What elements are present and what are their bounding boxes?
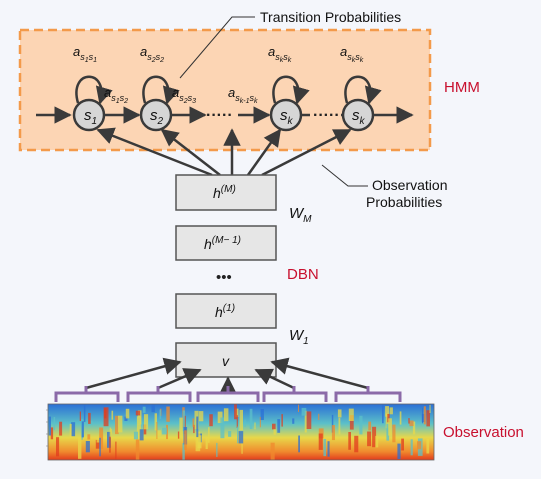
hmm-region: [18, 28, 432, 152]
spectrogram: [46, 403, 435, 461]
state-label: s: [150, 107, 158, 124]
dbn-ellipsis: •••: [216, 269, 232, 286]
self-loop-sk: [272, 75, 310, 105]
transition-probabilities-pointer: [179, 16, 255, 79]
hmm-label: HMM: [444, 79, 480, 96]
observation-probabilities-label-line2: Probabilities: [366, 194, 442, 210]
observation-probability-arrows: [96, 127, 352, 177]
svg-text:s2: s2: [150, 107, 164, 127]
hmm-ellipsis-2: ·····: [313, 107, 340, 124]
state-subscript: 1: [92, 116, 98, 127]
observation-window-brackets: [54, 386, 402, 402]
state-subscript: k: [360, 116, 366, 127]
svg-text:h(M− 1): h(M− 1): [204, 235, 241, 252]
transition-probabilities-label: Transition Probabilities: [260, 9, 401, 25]
hmm-state-s2: s2: [139, 75, 180, 132]
hmm-ellipsis: ·····: [206, 107, 233, 124]
svg-text:h(M): h(M): [213, 184, 236, 201]
svg-text:v: v: [222, 353, 230, 369]
dbn-label: DBN: [287, 266, 319, 283]
svg-text:s1: s1: [84, 107, 97, 127]
state-subscript: k: [288, 116, 294, 127]
state-subscript: 2: [157, 116, 164, 127]
weight-label-W1: W1: [289, 327, 309, 347]
state-label: s: [352, 107, 360, 124]
self-loop-s1: [75, 75, 113, 105]
weight-label-WM: WM: [289, 205, 312, 225]
state-label: s: [84, 107, 92, 124]
svg-text:h(1): h(1): [215, 303, 235, 320]
self-loop-sk-last: [344, 75, 382, 105]
dbn-layer-hM: h(M): [175, 174, 277, 211]
self-loop-s2: [142, 75, 180, 105]
svg-text:sk: sk: [352, 107, 366, 127]
dbn-layer-hM-1: h(M− 1): [175, 225, 277, 261]
observation-label: Observation: [443, 424, 524, 441]
svg-text:sk: sk: [280, 107, 294, 127]
observation-probabilities-label-line1: Observation: [372, 177, 447, 193]
observation-probabilities-pointer: [321, 164, 368, 187]
dbn-layer-h1: h(1): [175, 293, 277, 329]
state-label: s: [280, 107, 288, 124]
